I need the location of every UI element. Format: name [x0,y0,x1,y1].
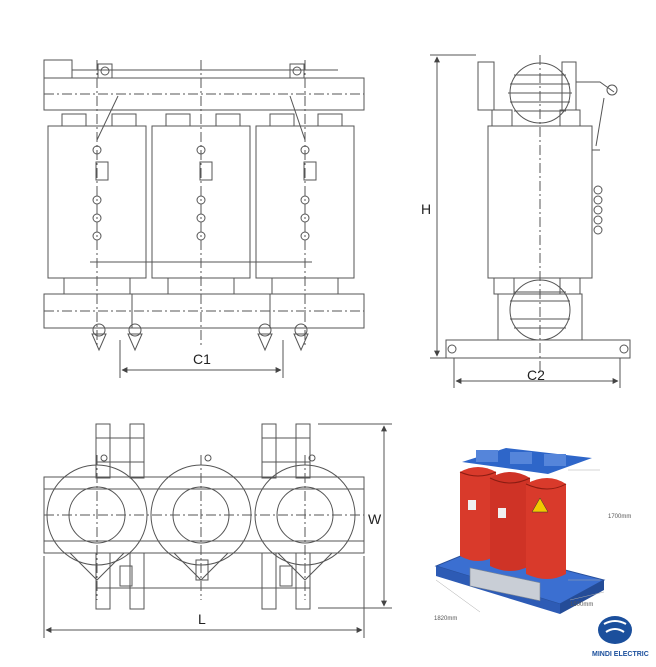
dimension-h-label: H [421,201,431,217]
dimension-c1-label: C1 [193,351,211,367]
dimension-w-label: W [368,511,382,527]
transformer-photo [434,448,606,614]
dimension-l-label: L [198,611,206,627]
brand-logo-icon [598,616,632,644]
top-view [43,423,392,638]
photo-height-label: 1700mm [608,514,631,520]
brand-name: MINDI ELECTRIC [592,651,649,658]
side-view [430,54,631,388]
dimension-c2-label: C2 [527,367,545,383]
photo-width-label: 1500mm [570,602,593,608]
photo-length-label: 1820mm [434,616,457,622]
front-view [43,59,365,378]
